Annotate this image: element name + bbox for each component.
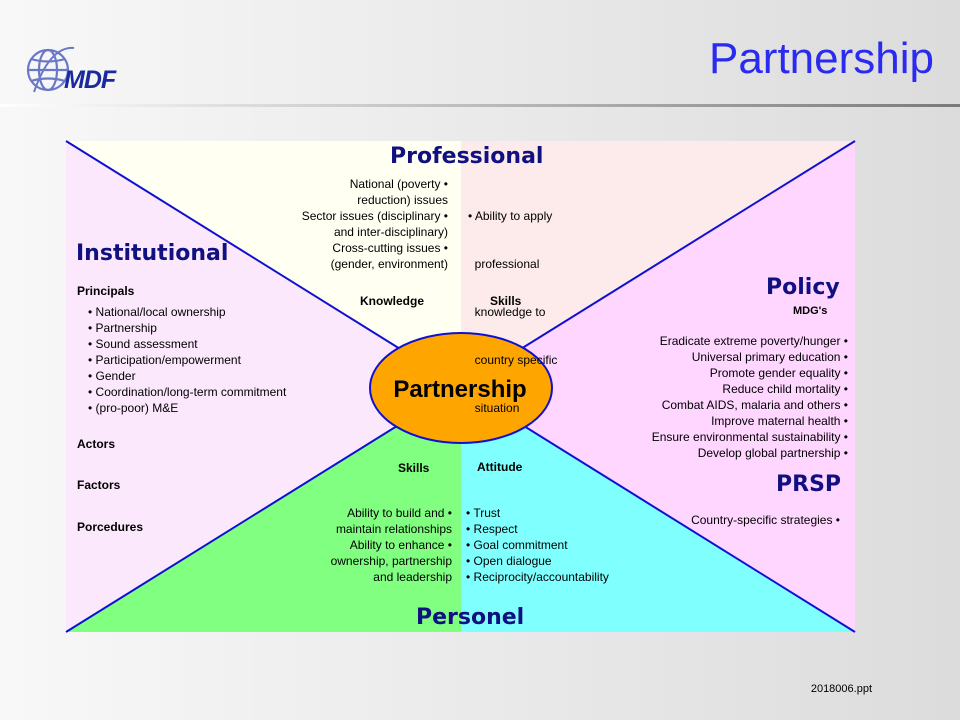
list-item: • (pro-poor) M&E xyxy=(88,401,179,415)
center-label: Partnership xyxy=(393,376,527,403)
list-item: Ensure environmental sustainability • xyxy=(651,430,848,444)
footer-filename: 2018006.ppt xyxy=(810,683,872,695)
list-item: and inter-disciplinary) xyxy=(333,225,448,239)
principals-list: • National/local ownership • Partnership… xyxy=(88,304,286,416)
list-item: (gender, environment) xyxy=(330,257,448,271)
label-professional-skills: Skills xyxy=(490,294,522,308)
list-item: Ability to enhance • xyxy=(349,538,452,552)
list-item: situation xyxy=(468,401,520,415)
title-divider xyxy=(0,104,960,107)
list-item: • Trust xyxy=(466,506,501,520)
heading-professional: Professional xyxy=(390,144,544,169)
list-item: Eradicate extreme poverty/hunger • xyxy=(659,334,848,348)
policy-mdg-list: Eradicate extreme poverty/hunger • Unive… xyxy=(652,333,848,461)
list-item: • Ability to apply xyxy=(468,209,553,223)
professional-knowledge-list: National (poverty • reduction) issues Se… xyxy=(302,176,448,272)
personel-skills-list: Ability to build and • maintain relation… xyxy=(331,505,452,585)
mdf-logo-globe-icon xyxy=(26,46,75,93)
list-item: • Open dialogue xyxy=(466,554,552,568)
professional-skills-list: • Ability to apply professional knowledg… xyxy=(468,176,557,432)
prsp-item: Country-specific strategies • xyxy=(691,513,840,527)
list-item: National (poverty • xyxy=(349,177,448,191)
label-mdg: MDG's xyxy=(793,305,828,317)
list-item: Reduce child mortality • xyxy=(722,382,848,396)
list-item: knowledge to xyxy=(468,305,546,319)
list-item: • Sound assessment xyxy=(88,337,198,351)
label-procedures: Porcedures xyxy=(77,520,144,534)
list-item: country specific xyxy=(468,353,558,367)
list-item: and leadership xyxy=(373,570,452,584)
list-item: ownership, partnership xyxy=(330,554,452,568)
list-item: professional xyxy=(468,257,540,271)
list-item: • Gender xyxy=(88,369,136,383)
list-item: Universal primary education • xyxy=(691,350,848,364)
heading-prsp: PRSP xyxy=(776,472,842,497)
list-item: Sector issues (disciplinary • xyxy=(301,209,448,223)
slide-title: Partnership xyxy=(708,34,934,83)
heading-personel: Personel xyxy=(416,605,525,630)
list-item: reduction) issues xyxy=(357,193,448,207)
list-item: Promote gender equality • xyxy=(709,366,848,380)
list-item: • Goal commitment xyxy=(466,538,568,552)
list-item: Combat AIDS, malaria and others • xyxy=(661,398,848,412)
label-factors: Factors xyxy=(77,478,121,492)
list-item: Improve maternal health • xyxy=(711,414,848,428)
list-item: Cross-cutting issues • xyxy=(332,241,448,255)
list-item: • National/local ownership xyxy=(88,305,226,319)
list-item: • Reciprocity/accountability xyxy=(466,570,609,584)
list-item: Develop global partnership • xyxy=(697,446,848,460)
attitude-list: • Trust • Respect • Goal commitment • Op… xyxy=(466,505,609,585)
label-knowledge: Knowledge xyxy=(360,294,425,308)
list-item: • Participation/empowerment xyxy=(88,353,241,367)
label-personel-skills: Skills xyxy=(398,461,430,475)
label-principals: Principals xyxy=(77,284,135,298)
label-attitude: Attitude xyxy=(477,460,523,474)
heading-policy: Policy xyxy=(766,275,840,300)
logo-text: MDF xyxy=(64,66,116,94)
heading-institutional: Institutional xyxy=(76,241,229,266)
list-item: maintain relationships xyxy=(335,522,452,536)
label-actors: Actors xyxy=(77,437,116,451)
list-item: • Respect xyxy=(466,522,518,536)
list-item: Ability to build and • xyxy=(347,506,452,520)
list-item: • Coordination/long-term commitment xyxy=(88,385,287,399)
list-item: • Partnership xyxy=(88,321,157,335)
